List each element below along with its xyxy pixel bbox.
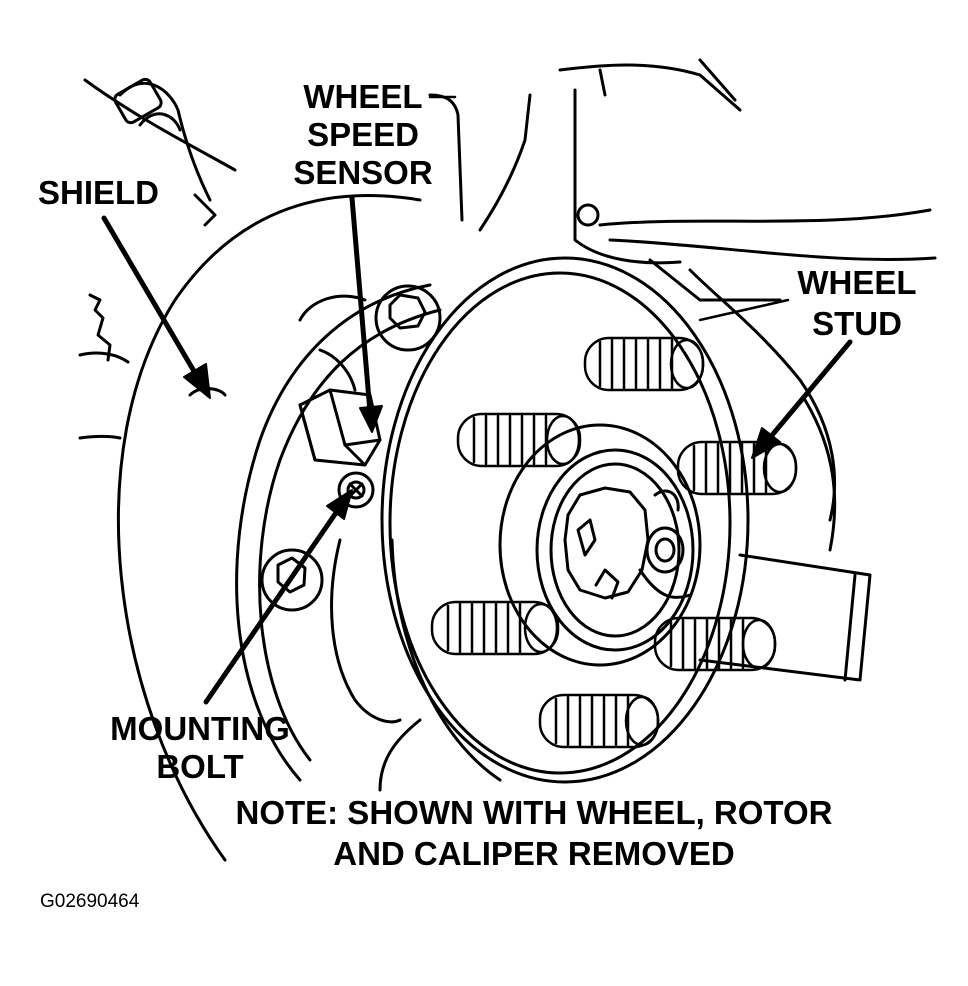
hub-nut: [563, 486, 692, 600]
wheel-stud-lower-right: [653, 616, 777, 672]
wheel-speed-sensor: [298, 348, 382, 467]
mounting-bolt-label: MOUNTING BOLT: [100, 712, 300, 783]
wheel-stud-label: WHEEL STUD: [790, 266, 924, 340]
note-label-line-2: AND CALIPER REMOVED: [333, 835, 735, 872]
shield-label: SHIELD: [38, 174, 160, 211]
wheel-stud-label-line-1: WHEEL: [797, 264, 917, 301]
tie-rod-tab: [698, 553, 872, 682]
wheel-stud-right: [676, 440, 798, 496]
hub-center: [498, 423, 702, 667]
sensor-arrowhead: [359, 405, 383, 433]
label-leaders: [428, 95, 790, 322]
figure-code: G02690464: [40, 891, 140, 912]
bolt-arrowhead: [326, 489, 353, 520]
shield-arrow: [101, 215, 201, 381]
lower-knuckle: [330, 538, 422, 792]
backing-ring: [235, 283, 442, 782]
wheel-stud-upper-right: [583, 336, 705, 392]
shield-arrowhead: [183, 363, 211, 399]
hub-flange: [380, 256, 750, 784]
note-label-line-1: NOTE: SHOWN WITH WHEEL, ROTOR: [235, 794, 833, 831]
upper-backing-bolt: [374, 284, 442, 352]
callout-arrows: [101, 195, 853, 705]
sensor-cable: [113, 77, 217, 227]
wheel-speed-sensor-label: WHEEL SPEED SENSOR: [286, 80, 440, 189]
wheel-stud-label-line-2: STUD: [812, 305, 902, 342]
wheel-stud-lower-left: [430, 600, 560, 656]
wheel-speed-sensor-label-line-3: SENSOR: [293, 154, 433, 191]
mounting-bolt-label-line-2: BOLT: [156, 748, 244, 785]
wheel-stud-bottom: [538, 693, 660, 749]
steering-knuckle: [428, 58, 937, 552]
wheel-speed-sensor-label-line-1: WHEEL: [303, 78, 423, 115]
stud-arrowhead: [751, 427, 781, 459]
bolt-arrow: [203, 501, 345, 705]
arrowheads: [183, 363, 781, 520]
wheel-speed-sensor-label-line-2: SPEED: [307, 116, 419, 153]
stud-arrow: [765, 339, 853, 443]
sensor-mounting-bolt: [337, 471, 375, 509]
wheel-studs: [430, 336, 798, 749]
sensor-arrow: [349, 195, 373, 415]
lower-backing-bolt: [260, 548, 324, 612]
note-label: NOTE: SHOWN WITH WHEEL, ROTOR AND CALIPE…: [196, 796, 872, 870]
mounting-bolt-label-line-1: MOUNTING: [110, 710, 290, 747]
wheel-stud-upper-left: [456, 412, 582, 468]
